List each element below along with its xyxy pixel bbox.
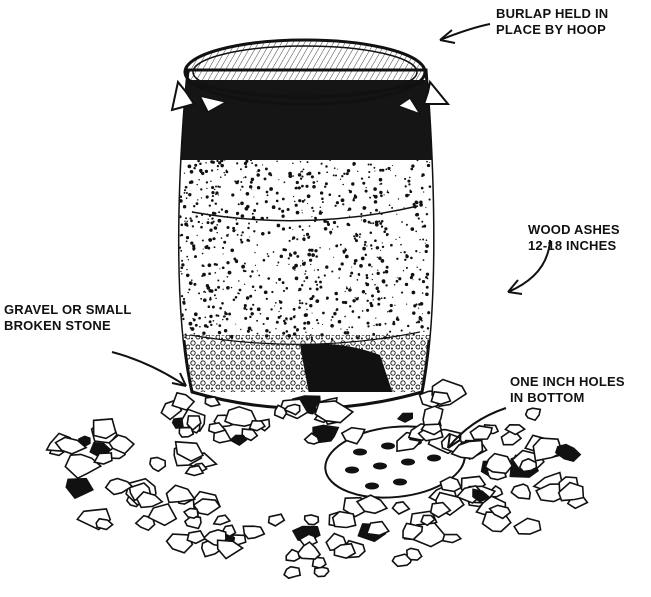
burlap-cover <box>172 40 448 114</box>
burlap-label-line2: PLACE BY HOOP <box>496 22 608 38</box>
burlap-label-line1: BURLAP HELD IN <box>496 6 608 22</box>
ashes-label: WOOD ASHES 12-18 INCHES <box>528 222 620 254</box>
gravel-label: GRAVEL OR SMALL BROKEN STONE <box>4 302 131 334</box>
burlap-label: BURLAP HELD IN PLACE BY HOOP <box>496 6 608 38</box>
holes-label: ONE INCH HOLES IN BOTTOM <box>510 374 625 406</box>
barrel-body <box>170 70 450 409</box>
ashes-label-line1: WOOD ASHES <box>528 222 620 238</box>
gravel-label-line2: BROKEN STONE <box>4 318 131 334</box>
ashes-label-line2: 12-18 INCHES <box>528 238 620 254</box>
gravel-label-line1: GRAVEL OR SMALL <box>4 302 131 318</box>
holes-label-line2: IN BOTTOM <box>510 390 625 406</box>
holes-label-line1: ONE INCH HOLES <box>510 374 625 390</box>
stone-pile <box>47 380 588 579</box>
